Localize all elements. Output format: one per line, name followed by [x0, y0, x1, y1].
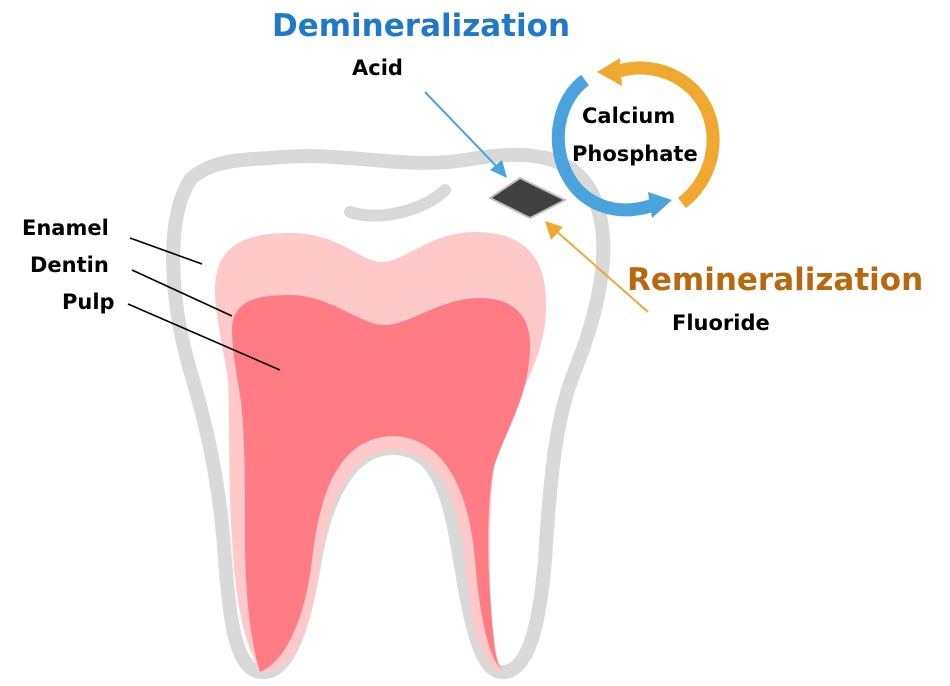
cycle-arrowhead-orange	[597, 58, 622, 86]
cycle-arrowhead-blue	[648, 192, 672, 218]
pulp-label: Pulp	[62, 290, 115, 314]
remineralization-title: Remineralization	[627, 262, 923, 298]
enamel-label: Enamel	[22, 216, 109, 240]
phosphate-label: Phosphate	[572, 142, 698, 166]
demineralization-title: Demineralization	[272, 8, 570, 44]
pulp-chamber	[232, 295, 530, 672]
acid-label: Acid	[352, 56, 403, 80]
calcium-label: Calcium	[582, 104, 675, 128]
cycle-arrow-orange	[620, 68, 713, 203]
dentin-label: Dentin	[30, 253, 109, 277]
fluoride-label: Fluoride	[672, 311, 770, 335]
